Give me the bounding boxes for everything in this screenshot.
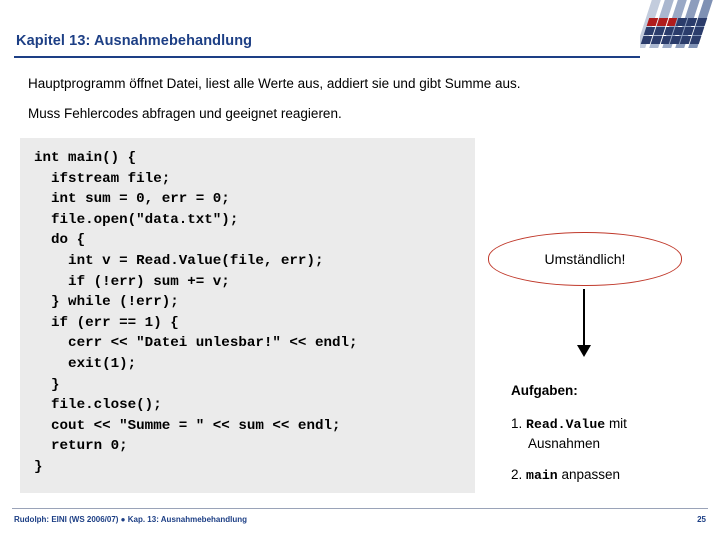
header-logo-grid — [640, 18, 708, 44]
code-text: int main() { ifstream file; int sum = 0,… — [34, 150, 358, 475]
task-item-1: 1. Read.Value mit Ausnahmen — [511, 414, 711, 453]
tasks-heading: Aufgaben: — [511, 383, 578, 398]
arrow-shaft — [583, 289, 585, 347]
task-2-code: main — [526, 468, 558, 483]
lead-text-1: Hauptprogramm öffnet Datei, liest alle W… — [28, 76, 521, 91]
footer-caption: Rudolph: EINI (WS 2006/07) ● Kap. 13: Au… — [14, 515, 248, 524]
arrow-head-icon — [577, 345, 591, 357]
task-item-2: 2. main anpassen — [511, 465, 711, 485]
page-number: 25 — [697, 515, 706, 524]
code-block: int main() { ifstream file; int sum = 0,… — [20, 138, 475, 493]
task-2-text: anpassen — [561, 467, 621, 482]
callout-umstaendlich: Umständlich! — [488, 232, 682, 286]
callout-label: Umständlich! — [544, 251, 626, 267]
page-title: Kapitel 13: Ausnahmebehandlung — [16, 33, 253, 49]
lead-text-2: Muss Fehlercodes abfragen und geeignet r… — [28, 106, 342, 121]
task-2-number: 2. — [511, 467, 523, 482]
footer-divider — [12, 508, 708, 509]
task-1-text: mit — [608, 416, 627, 431]
task-1-code: Read.Value — [526, 417, 606, 432]
title-divider — [14, 56, 640, 58]
task-1-line2: Ausnahmen — [528, 436, 601, 451]
task-1-number: 1. — [511, 416, 523, 431]
